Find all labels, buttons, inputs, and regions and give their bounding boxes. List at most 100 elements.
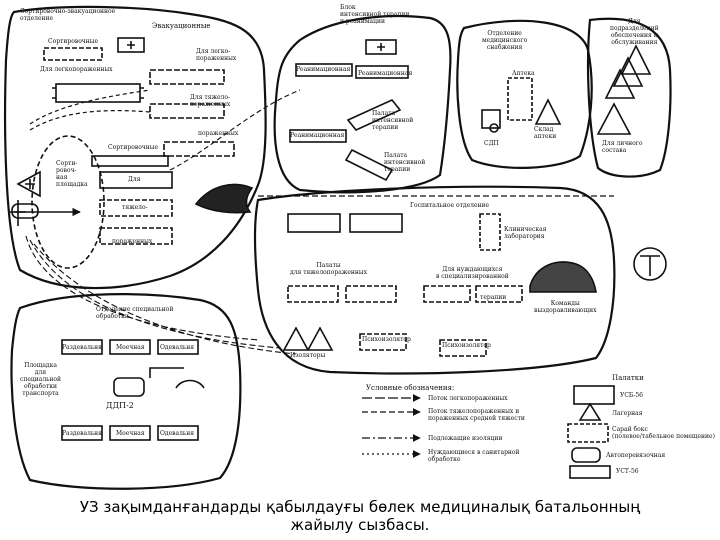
hospital-tent-1 [287,213,341,233]
mid-tent-2 [99,199,173,217]
sorting-area-oval [31,135,105,269]
compass-t [640,255,660,276]
label-heavy-mid: тяжело- [122,204,148,211]
psycho-tent-1 [359,333,407,351]
resus-tent-2 [355,65,409,79]
warehouse-triangle [534,98,562,125]
legend-tents: Палатки [612,374,644,382]
cross-marker [14,200,26,226]
label-icu-ward-2: Палата интенсивной терапии [384,152,426,173]
icu-plus-tent [365,39,397,55]
label-for-mid: Для [128,176,141,183]
label-staff-dept: Для подразделений обеспечения и обслужив… [610,18,659,46]
label-transport-area: Площадка для специальной обработки транс… [20,362,62,397]
label-hospital-dept: Госпитальное отделение [410,202,490,209]
legend-ust-tent [569,465,611,479]
lab-tent [479,213,501,251]
light-tent-2 [149,69,225,85]
legend-car: Автоперевязочная [606,452,666,459]
flow-to-icu [169,89,301,171]
mid-tent-3 [99,227,173,245]
special-treatment-region [10,293,242,490]
sdp-box [481,109,501,129]
recovery-tent [529,261,597,293]
undress-tent-2 [61,425,103,441]
legend-title: Условные обозначения: [366,384,455,392]
hospital-tent-4 [345,285,397,303]
label-undress-1: Раздевальня [62,344,102,351]
diagram-caption: УЗ зақымданғандарды қабылдауғы бөлек мед… [79,498,641,534]
label-icu-ward-1: Палата интенсивной терапии [372,110,414,131]
label-resus-3: Реанимационная [290,132,345,139]
legend-box-tent [567,423,609,443]
mid-tent-1 [99,171,173,189]
ddp-hose [149,367,205,389]
heavy-tent-2 [163,141,235,157]
legend-item-isolate: Подлежащие изоляции [428,435,503,442]
label-pharmacy: Аптека [512,70,535,77]
legend-lagerny: Лагерная [612,410,643,417]
label-isolators: Изоляторы [290,352,326,359]
label-wash-1: Моечная [116,344,145,351]
legend-item-light: Поток легкопораженных [428,395,508,402]
label-light-top: Для легкопораженных [40,66,113,73]
plus-triangle-icon [16,170,41,198]
hospital-tent-3 [287,285,339,303]
light-tent-ends [52,87,144,99]
label-sdp: СДП [484,140,499,147]
legend-usb-tent [573,385,615,405]
label-sort-area: Сорти- ровоч- ная площадка [56,160,88,188]
legend-usb: УСБ-56 [620,392,643,399]
label-icu-block: Блок интенсивной терапии и реанимации [340,4,410,25]
hospital-tent-2 [349,213,403,233]
medical-battalion-diagram [3,5,672,490]
label-resus-1: Реанимационная [296,66,351,73]
plus-icon [127,41,135,49]
label-wards-heavy: Палаты для тяжелопораженных [290,262,368,276]
legend-car-icon [571,447,601,463]
plus-icon-icu [377,43,385,51]
label-dress-1: Одевальня [160,344,194,351]
label-need-special: Для нуждающихся в специализированной [436,266,509,280]
legend-lagerny-triangle [578,402,602,421]
legend-item-sanitary: Нуждающиеся в санитарной обработке [428,449,520,463]
undress-tent-1 [61,339,103,355]
legend-box: Сарай бокс (полевое/табельное помещение) [612,426,715,440]
flow-lines-top [29,89,151,131]
dress-tent-1 [157,339,199,355]
icu-link-shape [194,183,254,214]
staff-triangles [596,44,652,135]
label-pharmacy-warehouse: Склад аптеки [534,126,557,140]
compass-circle [633,247,667,281]
label-special-dept: Отделение специальной обработки [96,306,174,320]
resus-tent-1 [295,63,353,77]
icu-region [273,14,452,194]
label-psycho-2: Психоизолятор [442,342,491,349]
label-evacuation: Эвакуационные [152,22,211,30]
sorting-mid-tent [91,155,169,167]
resus-tent-3 [289,129,347,143]
hospital-region [253,185,616,375]
label-pharmacy-dept: Отделение медицинского снабжения [482,30,528,51]
label-clinical-lab: Клиническая лаборатория [504,226,547,240]
psycho-tent-2 [439,339,487,357]
label-heavy-right: Для тяжело- пораженных [190,94,231,108]
label-psycho-1: Психоизолятор [362,336,411,343]
icu-ward-diag-1 [346,99,402,131]
label-struck-mid: пораженных [112,238,153,245]
pharmacy-tent [507,77,533,121]
sorting-evac-region [3,5,267,290]
label-sort-evac-dept: Сортировочно-эвакуационное отделение [20,8,116,22]
special-tent-2 [475,285,523,303]
sorting-tent-top [43,47,103,61]
flow-lines-down [25,235,297,355]
label-sorting-mid: Сортировочные [108,144,159,151]
label-undress-2: Раздевальня [62,430,102,437]
evac-plus-tent [117,37,145,53]
ddp-vehicle [113,377,145,397]
label-light-right: Для легко- пораженных [196,48,237,62]
pharmacy-region [456,19,593,169]
heavy-tent-1 [149,103,225,119]
plus-icon-small [25,179,35,189]
wash-tent-2 [109,425,151,441]
